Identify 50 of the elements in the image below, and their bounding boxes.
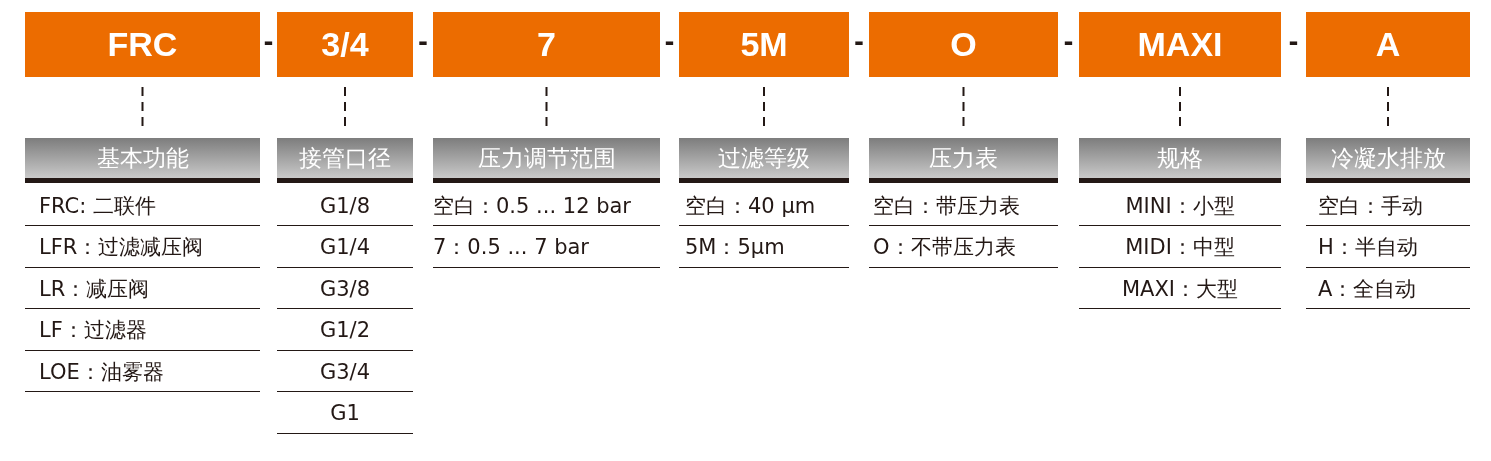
option-cell: G1/8 xyxy=(277,186,413,226)
option-cell: H：半自动 xyxy=(1306,227,1470,268)
separator-dash: - xyxy=(1288,28,1299,56)
option-cell: MIDI：中型 xyxy=(1079,227,1281,268)
option-cell: G3/4 xyxy=(277,352,413,392)
code-box: A xyxy=(1306,12,1470,77)
code-box: 7 xyxy=(433,12,660,77)
category-header: 压力表 xyxy=(869,138,1058,183)
dashed-connector xyxy=(545,86,548,129)
option-cell: FRC: 二联件 xyxy=(25,186,260,226)
option-cell: G1 xyxy=(277,393,413,434)
category-header: 过滤等级 xyxy=(679,138,849,183)
separator-dash: - xyxy=(1063,28,1074,56)
separator-dash: - xyxy=(418,28,428,56)
option-cell: 空白：带压力表 xyxy=(869,186,1058,226)
code-box: 3/4 xyxy=(277,12,413,77)
option-cell: 空白：手动 xyxy=(1306,186,1470,226)
separator-dash: - xyxy=(664,28,675,56)
option-cell: O：不带压力表 xyxy=(869,227,1058,268)
separator-dash: - xyxy=(854,28,864,56)
code-box: O xyxy=(869,12,1058,77)
category-header: 冷凝水排放 xyxy=(1306,138,1470,183)
option-cell: 空白：0.5 ... 12 bar xyxy=(433,186,660,226)
category-header: 压力调节范围 xyxy=(433,138,660,183)
option-cell: MAXI：大型 xyxy=(1079,269,1281,309)
category-header: 基本功能 xyxy=(25,138,260,183)
option-cell: LR：减压阀 xyxy=(25,269,260,309)
dashed-connector xyxy=(1179,86,1181,129)
option-cell: 5M：5µm xyxy=(679,227,849,268)
code-box: FRC xyxy=(25,12,260,77)
code-box: 5M xyxy=(679,12,849,77)
option-cell: 7：0.5 ... 7 bar xyxy=(433,227,660,268)
category-header: 规格 xyxy=(1079,138,1281,183)
dashed-connector xyxy=(344,86,346,129)
option-cell: LOE：油雾器 xyxy=(25,352,260,392)
dashed-connector xyxy=(962,86,965,129)
separator-dash: - xyxy=(263,28,274,56)
option-cell: G1/2 xyxy=(277,310,413,351)
option-cell: G1/4 xyxy=(277,227,413,268)
dashed-connector xyxy=(763,86,765,129)
option-cell: A：全自动 xyxy=(1306,269,1470,309)
dashed-connector xyxy=(1387,86,1389,129)
option-cell: LFR：过滤减压阀 xyxy=(25,227,260,268)
option-cell: 空白：40 µm xyxy=(679,186,849,226)
option-cell: LF：过滤器 xyxy=(25,310,260,351)
dashed-connector xyxy=(141,86,144,129)
option-cell: MINI：小型 xyxy=(1079,186,1281,226)
code-box: MAXI xyxy=(1079,12,1281,77)
category-header: 接管口径 xyxy=(277,138,413,183)
option-cell: G3/8 xyxy=(277,269,413,309)
